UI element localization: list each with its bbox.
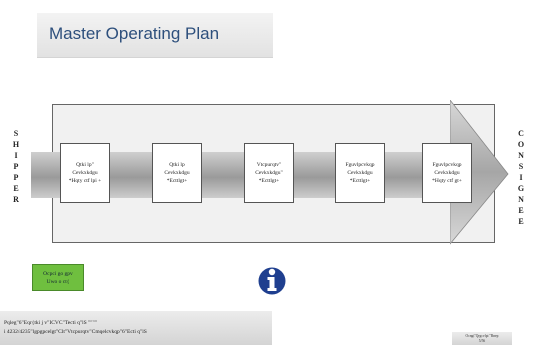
step-label: Qtki lp" [76, 162, 94, 168]
step-label: Cevkxkdgu [72, 170, 98, 176]
step-label: Fguvlpcvkqp [345, 162, 375, 168]
step-origin-carrier: Qtki lp Cevkxkdgu *Ecttlgt+ [152, 143, 202, 203]
step-label: *Ecttlgt+ [258, 178, 280, 184]
step-label: Qtki lp [169, 162, 185, 168]
step-label: Cevkxkdgu [347, 170, 373, 176]
footer-bar: Pqleg"6"Eqr{tki j v"ICVC"Tecti q"lS """"… [0, 311, 272, 345]
step-label: *Ecttlgt+ [166, 178, 188, 184]
step-label: *Hqty ctf lpi + [68, 178, 102, 184]
step-label: *Hqty ctf gt+ [432, 178, 462, 184]
step-label: *Ecttlgt+ [349, 178, 371, 184]
management-summary-label: Ocpci go gpv [43, 270, 73, 277]
step-destination-carrier: Fguvlpcvkqp Cevkxkdgu *Ecttlgt+ [335, 143, 385, 203]
page-title: Master Operating Plan [49, 24, 220, 43]
footer-notice: Pqleg"6"Eqr{tki j v"ICVC"Tecti q"lS """" [4, 320, 98, 326]
consignee-label: C O N S I G N E E [517, 129, 525, 226]
footer-copyright: i 4232/4235"lgpgpcelgt"Clt"Vtcpurqtv"Cmq… [4, 329, 147, 335]
page-number: 5/56 [478, 338, 486, 343]
title-bar: Master Operating Plan [37, 13, 273, 58]
step-origin-forwarding: Qtki lp" Cevkxkdgu *Hqty ctf lpi + [60, 143, 110, 203]
step-label: Fguvlpcvkqp [432, 162, 462, 168]
step-label: Cevkxkdgu" [255, 170, 283, 176]
step-transport-carrier: Vtcpurqtv" Cevkxkdgu" *Ecttlgt+ [244, 143, 294, 203]
page-footer-title: Ocngt"Qrgcvlpi "Rnep [465, 334, 499, 339]
step-label: Vtcpurqtv" [256, 162, 282, 168]
step-label: Cevkxkdgu [164, 170, 190, 176]
management-summary-button[interactable]: Ocpci go gpv Uwo o ct{ [32, 264, 84, 291]
page-number-box: Ocngt"Qrgcvlpi "Rnep 5/56 [452, 332, 512, 345]
info-icon[interactable] [258, 261, 286, 297]
shipper-label: S H I P P E R [12, 129, 20, 204]
step-label: Cevkxkdgu [434, 170, 460, 176]
step-destination-forwarding: Fguvlpcvkqp Cevkxkdgu *Hqty ctf gt+ [422, 143, 472, 203]
arrowhead [450, 100, 509, 245]
management-summary-label: Uwo o ct{ [46, 278, 70, 285]
